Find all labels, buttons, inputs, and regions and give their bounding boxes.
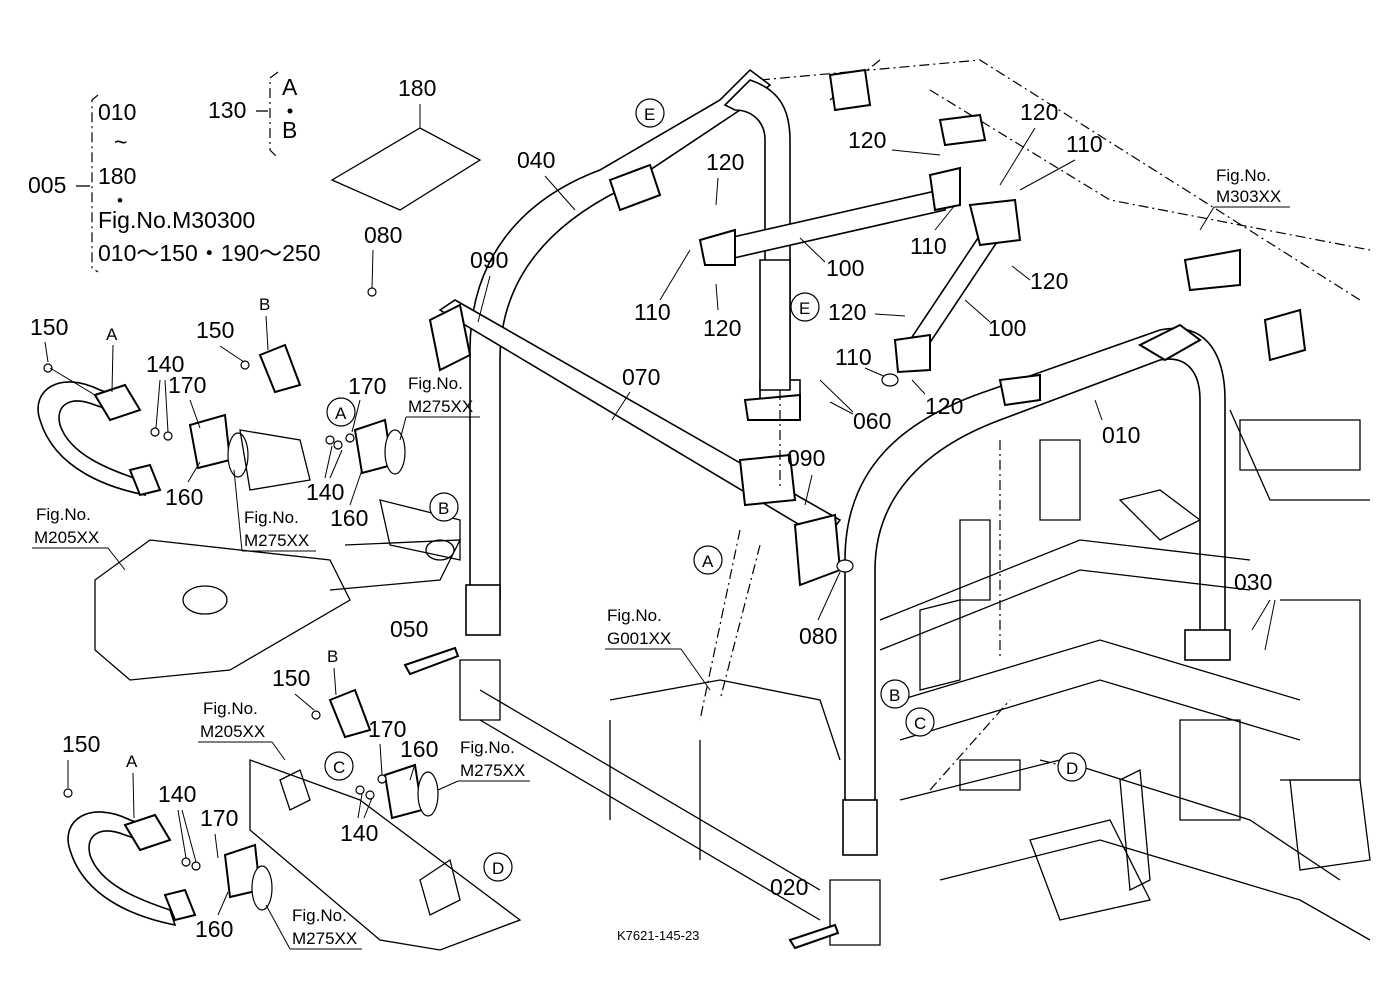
label-b-belt-upper: B	[259, 295, 270, 314]
ref-b-upper: B	[438, 499, 449, 518]
label-100-b: 100	[988, 315, 1026, 341]
label-120-f: 120	[828, 299, 866, 325]
label-150-a: 150	[30, 314, 68, 340]
figref-m205-b-code: M205XX	[200, 722, 265, 741]
label-160-d: 160	[400, 736, 438, 762]
figref-m275-c-label: Fig.No.	[460, 738, 515, 757]
label-120-a: 120	[706, 149, 744, 175]
figref-m275-d-code: M275XX	[292, 929, 357, 948]
figref-m205-a-label: Fig.No.	[36, 505, 91, 524]
label-120-e: 120	[703, 315, 741, 341]
label-150-c: 150	[62, 731, 100, 757]
ref-b-center: B	[889, 686, 900, 705]
legend-fig-ref: Fig.No.M30300	[98, 207, 255, 233]
label-080-upper: 080	[364, 222, 402, 248]
label-090-upper: 090	[470, 247, 508, 273]
label-120-g: 120	[925, 393, 963, 419]
legend-item-130: 130	[208, 97, 246, 123]
part-labels: 040 080 090 070 120 120 120 120 120 120 …	[30, 99, 1276, 950]
label-110-d: 110	[835, 344, 872, 370]
legend-dot: •	[117, 191, 123, 210]
figref-m275-c-code: M275XX	[460, 761, 525, 780]
label-b-belt-lower: B	[327, 647, 338, 666]
label-120-b: 120	[848, 127, 886, 153]
legend-assembly-no: 005	[28, 172, 66, 198]
fig-refs: Fig.No. M303XX Fig.No. M275XX Fig.No. M2…	[32, 166, 1290, 950]
label-140-d: 140	[340, 820, 378, 846]
figref-m303-code: M303XX	[1216, 187, 1281, 206]
legend-option-a: A	[282, 74, 298, 100]
legend-option-b: B	[282, 117, 297, 143]
drawing-code: K7621-145-23	[617, 928, 699, 943]
figref-m205-b-label: Fig.No.	[203, 699, 258, 718]
legend: 005 010 ~ 180 • Fig.No.M30300 010～150・19…	[28, 71, 321, 273]
figref-m205-a-code: M205XX	[34, 528, 99, 547]
figref-m275-b-code: M275XX	[244, 531, 309, 550]
side-panels	[94, 499, 522, 951]
ref-a-center: A	[702, 552, 714, 571]
label-a-belt-lower: A	[126, 752, 138, 771]
label-080-lower: 080	[799, 623, 837, 649]
figref-g001-code: G001XX	[607, 629, 671, 648]
label-110-c: 110	[634, 299, 671, 325]
label-030: 030	[1234, 569, 1272, 595]
label-170-d: 170	[368, 716, 406, 742]
ref-d-lower: D	[492, 859, 504, 878]
legend-fig-range: 010～150・190～250	[98, 240, 321, 266]
figref-m275-d-label: Fig.No.	[292, 906, 347, 925]
label-110-b: 110	[910, 233, 947, 259]
decal-180: 180	[330, 75, 482, 211]
label-160-a: 160	[165, 484, 203, 510]
seat-belt-upper	[37, 343, 406, 497]
label-140-a: 140	[146, 351, 184, 377]
ref-c-center: C	[914, 714, 926, 733]
label-a-belt-upper: A	[106, 325, 118, 344]
label-160-c: 160	[195, 916, 233, 942]
label-140-c: 140	[158, 781, 196, 807]
figref-m275-b-label: Fig.No.	[244, 508, 299, 527]
ref-c-lower: C	[333, 758, 345, 777]
figref-m303-label: Fig.No.	[1216, 166, 1271, 185]
label-160-b: 160	[330, 505, 368, 531]
label-110-a: 110	[1066, 131, 1103, 157]
label-170-a: 170	[168, 372, 206, 398]
figref-m275-a-code: M275XX	[408, 397, 473, 416]
label-120-d: 120	[1030, 268, 1068, 294]
label-060: 060	[853, 408, 891, 434]
label-140-b: 140	[306, 479, 344, 505]
figref-g001-label: Fig.No.	[607, 606, 662, 625]
ref-a-upper: A	[335, 404, 347, 423]
seat-belt-lower	[63, 688, 439, 927]
label-120-c: 120	[1020, 99, 1058, 125]
label-170-c: 170	[200, 805, 238, 831]
label-090-lower: 090	[787, 445, 825, 471]
ref-circles: E E A B A B C D C D	[324, 98, 1087, 882]
label-150-d: 150	[272, 665, 310, 691]
label-180: 180	[398, 75, 436, 101]
figref-m275-a-label: Fig.No.	[408, 374, 463, 393]
label-170-b: 170	[348, 373, 386, 399]
legend-range-start: 010	[98, 99, 136, 125]
label-050: 050	[390, 616, 428, 642]
label-150-b: 150	[196, 317, 234, 343]
ref-e-top: E	[644, 105, 655, 124]
label-020: 020	[770, 874, 808, 900]
ref-e-mid: E	[799, 299, 810, 318]
label-070: 070	[622, 364, 660, 390]
label-040: 040	[517, 147, 555, 173]
label-010: 010	[1102, 422, 1140, 448]
legend-range-end: 180	[98, 163, 136, 189]
label-100-a: 100	[826, 255, 864, 281]
ref-d-center: D	[1066, 759, 1078, 778]
legend-tilde: ~	[114, 129, 127, 155]
